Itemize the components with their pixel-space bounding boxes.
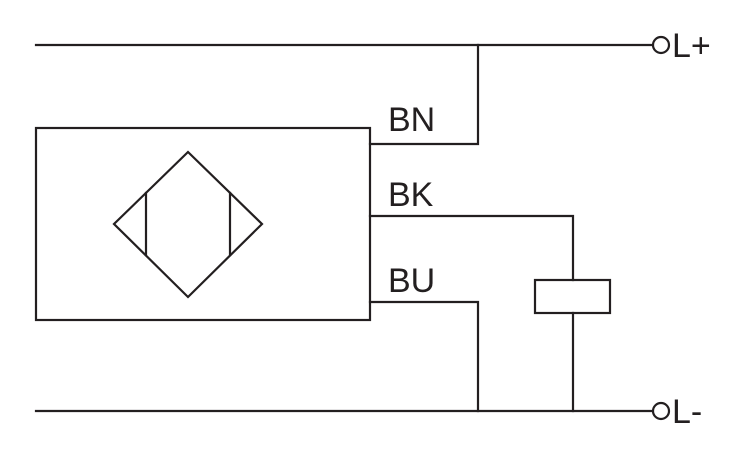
positive-supply-label: L+	[672, 27, 711, 65]
bk-wire	[368, 214, 575, 282]
negative-supply-label: L-	[672, 393, 702, 431]
bk-label: BK	[388, 176, 434, 214]
negative-terminal	[651, 401, 671, 421]
positive-terminal	[651, 35, 671, 55]
load-element	[533, 278, 612, 315]
sensor-symbol-diamond	[112, 150, 264, 299]
bn-wire	[368, 43, 480, 146]
sensor-body	[34, 126, 372, 322]
bu-wire	[368, 300, 480, 413]
bu-label: BU	[388, 262, 435, 300]
bn-label: BN	[388, 101, 435, 139]
